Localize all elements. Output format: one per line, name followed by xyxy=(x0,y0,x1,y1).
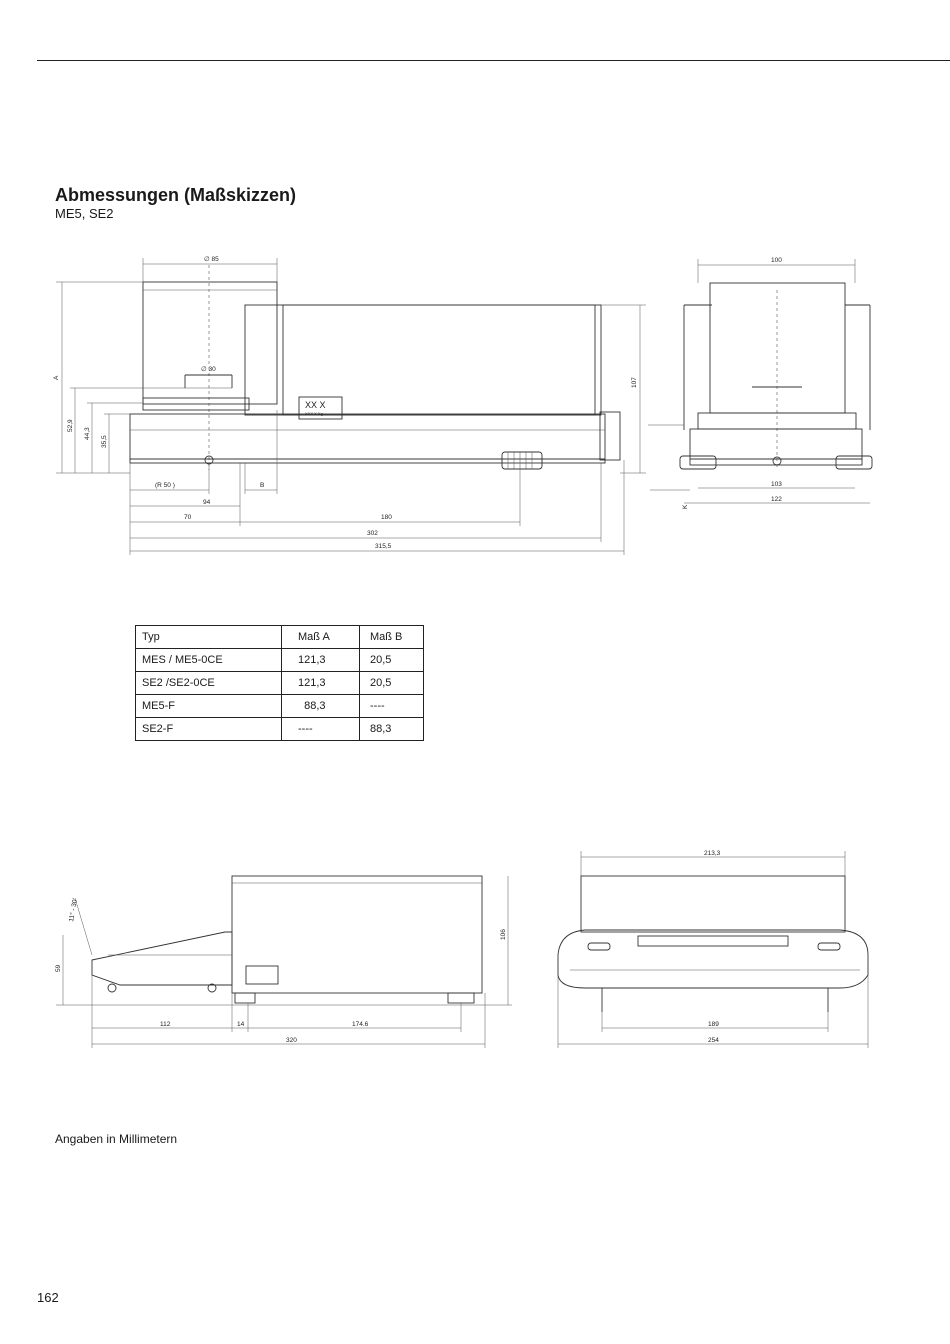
draft-shield-outline xyxy=(142,281,278,405)
front-frame xyxy=(683,304,871,430)
dim-213-3: 213,3 xyxy=(704,850,721,857)
front-base xyxy=(689,428,863,460)
dim-d30: ∅ 30 xyxy=(201,366,216,373)
dim-106: 106 xyxy=(500,929,507,940)
table-header-cell: Maß B xyxy=(359,625,424,649)
type-plate-subtext: XXX X.Xg xyxy=(305,411,323,416)
table-cell: 121,3 xyxy=(281,648,360,672)
table-row: MES / ME5-0CE 121,3 20,5 xyxy=(135,648,424,672)
table-header-cell: Typ xyxy=(135,625,282,649)
dim-112: 112 xyxy=(160,1021,171,1028)
lower-front-view-drawing: 213,3 189 254 xyxy=(557,850,869,1048)
page-title: Abmessungen (Maßskizzen) xyxy=(55,185,297,205)
table-header-row: Typ Maß A Maß B xyxy=(135,625,424,649)
dim-100: 100 xyxy=(771,257,782,264)
dim-302: 302 xyxy=(367,530,378,537)
table-cell: 121,3 xyxy=(281,671,360,695)
dim-70: 70 xyxy=(184,514,192,521)
units-note: Angaben in Millimetern xyxy=(55,1132,178,1146)
dim-d85: ∅ 85 xyxy=(204,256,219,263)
dim-44-3: 44,3 xyxy=(84,427,91,440)
table-cell: 20,5 xyxy=(359,648,424,672)
table-cell: ---- xyxy=(281,717,360,741)
dim-174-6: 174.6 xyxy=(352,1021,369,1028)
page-number: 162 xyxy=(37,1290,59,1305)
front-view-drawing: 100 103 122 K xyxy=(648,257,873,509)
table-cell: SE2-F xyxy=(135,717,282,741)
lower-side-view-drawing: 59 11° - 30' 106 112 14 174.6 320 xyxy=(55,875,512,1048)
weighing-pan xyxy=(142,397,250,411)
lower-front-shield xyxy=(580,875,846,933)
type-plate xyxy=(298,396,343,420)
dim-k: K xyxy=(682,504,689,509)
dim-angle: 11° - 30' xyxy=(67,898,79,923)
dim-94: 94 xyxy=(203,499,211,506)
dim-r50: (R 50 ) xyxy=(155,482,175,489)
dim-35-5: 35,5 xyxy=(101,435,108,448)
table-cell: ME5-F xyxy=(135,694,282,718)
dim-189: 189 xyxy=(708,1021,719,1028)
dim-254: 254 xyxy=(708,1037,719,1044)
table-row: ME5-F 88,3 ---- xyxy=(135,694,424,718)
table-cell: 20,5 xyxy=(359,671,424,695)
dim-180: 180 xyxy=(381,514,392,521)
table-cell: MES / ME5-0CE xyxy=(135,648,282,672)
page-subtitle: ME5, SE2 xyxy=(55,206,114,221)
dim-103: 103 xyxy=(771,481,782,488)
table-cell: SE2 /SE2-0CE xyxy=(135,671,282,695)
dim-14: 14 xyxy=(237,1021,245,1028)
dim-b: B xyxy=(260,482,264,489)
dim-a: A xyxy=(53,375,60,380)
front-draft-shield xyxy=(709,282,846,414)
table-cell: ---- xyxy=(359,694,424,718)
table-row: SE2 /SE2-0CE 121,3 20,5 xyxy=(135,671,424,695)
dim-59: 59 xyxy=(55,964,62,972)
side-view-drawing: ∅ 30 ∅ 85 XX X XXX X.Xg A 52,9 44,3 35,5… xyxy=(53,256,646,555)
dim-315-5: 315,5 xyxy=(375,543,392,550)
top-rule xyxy=(37,60,950,61)
dim-107: 107 xyxy=(631,377,638,388)
dim-122: 122 xyxy=(771,496,782,503)
table-cell: 88,3 xyxy=(359,717,424,741)
type-plate-text: XX X xyxy=(305,400,326,410)
table-header-cell: Maß A xyxy=(281,625,360,649)
dimension-table: Typ Maß A Maß B MES / ME5-0CE 121,3 20,5… xyxy=(135,625,424,741)
table-row: SE2-F ---- 88,3 xyxy=(135,717,424,741)
lower-front-body xyxy=(557,929,869,989)
table-cell: 88,3 xyxy=(281,694,360,718)
dim-52-9: 52,9 xyxy=(67,419,74,432)
leveling-knob xyxy=(501,451,543,470)
dim-320: 320 xyxy=(286,1037,297,1044)
